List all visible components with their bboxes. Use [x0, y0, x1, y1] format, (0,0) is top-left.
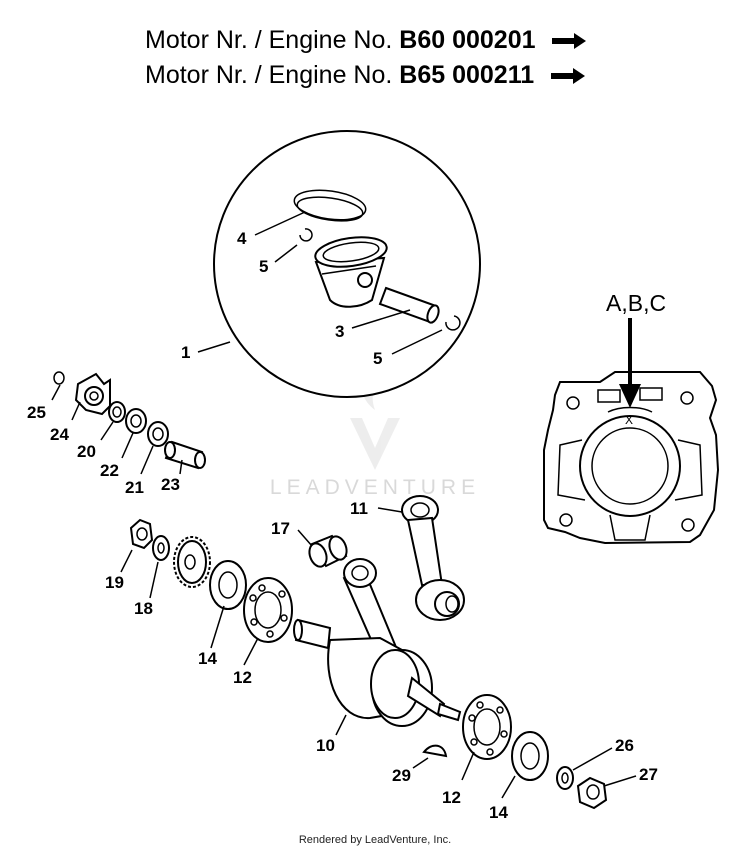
callout-4[interactable]: 4 [237, 229, 247, 248]
right-arrow-icon [552, 33, 587, 50]
bearing-12-left[interactable] [243, 577, 293, 643]
piston[interactable] [313, 233, 388, 308]
bearing-22[interactable] [125, 408, 147, 434]
callout-19[interactable]: 19 [105, 573, 124, 592]
callout-27[interactable]: 27 [639, 765, 658, 784]
watermark-text: LEADVENTURE [269, 476, 481, 499]
clip-25[interactable] [53, 371, 65, 385]
seal-14-right[interactable] [511, 731, 549, 781]
callout-22[interactable]: 22 [100, 461, 119, 480]
engine-number-prefix: Motor Nr. / Engine No. [145, 26, 400, 54]
callout-20[interactable]: 20 [77, 442, 96, 461]
callout-5-lower[interactable]: 5 [373, 349, 382, 368]
callout-24[interactable]: 24 [50, 425, 69, 444]
callout-1[interactable]: 1 [181, 343, 190, 362]
callout-25[interactable]: 25 [27, 403, 46, 422]
washer-18[interactable] [152, 535, 170, 561]
callout-12-left[interactable]: 12 [233, 668, 252, 687]
washer-26[interactable] [556, 766, 574, 790]
right-arrow-icon [551, 68, 586, 85]
hex-nut-27[interactable] [576, 776, 608, 810]
callout-29[interactable]: 29 [392, 766, 411, 785]
hex-nut-19[interactable] [129, 518, 154, 550]
callout-26[interactable]: 26 [615, 736, 634, 755]
gasket-x-mark: X [625, 413, 633, 427]
callout-17[interactable]: 17 [271, 519, 290, 538]
arrow-head-icon [619, 384, 641, 408]
gasket-marking-label: A,B,C [606, 290, 666, 316]
callout-10[interactable]: 10 [316, 736, 335, 755]
callout-14-left[interactable]: 14 [198, 649, 217, 668]
needle-bearing-17[interactable] [306, 534, 349, 569]
callout-21[interactable]: 21 [125, 478, 144, 497]
connecting-rod[interactable] [401, 495, 465, 621]
bearing-21[interactable] [147, 421, 169, 447]
washer-20[interactable] [108, 401, 126, 423]
piston-detail-circle[interactable] [197, 130, 481, 398]
bearing-12-right[interactable] [462, 694, 512, 760]
circlip-upper[interactable] [299, 228, 313, 242]
shaft-23[interactable] [164, 440, 206, 470]
engine-number-value: B65 000211 [399, 61, 535, 89]
engine-number-line-1: Motor Nr. / Engine No. B60 000201 [145, 26, 587, 55]
water-pump-impeller[interactable] [74, 372, 111, 416]
woodruff-key-29[interactable] [422, 744, 448, 758]
circlip-lower[interactable] [445, 315, 461, 331]
primary-gear[interactable] [173, 536, 211, 588]
callout-23[interactable]: 23 [161, 475, 180, 494]
callout-18[interactable]: 18 [134, 599, 153, 618]
seal-14-left[interactable] [209, 560, 247, 610]
footer-credit: Rendered by LeadVenture, Inc. [298, 834, 452, 846]
engine-number-value: B60 000201 [399, 26, 536, 54]
callout-12-right[interactable]: 12 [442, 788, 461, 807]
callout-14-right[interactable]: 14 [489, 803, 508, 822]
callout-11[interactable]: 11 [350, 499, 368, 518]
piston-pin[interactable] [378, 286, 441, 324]
callout-3[interactable]: 3 [335, 322, 344, 341]
engine-number-prefix: Motor Nr. / Engine No. [145, 61, 400, 89]
piston-ring[interactable] [292, 186, 367, 224]
crankshaft[interactable] [293, 558, 462, 727]
engine-number-line-2: Motor Nr. / Engine No. B65 000211 [145, 61, 586, 90]
callout-5-upper[interactable]: 5 [259, 257, 268, 276]
